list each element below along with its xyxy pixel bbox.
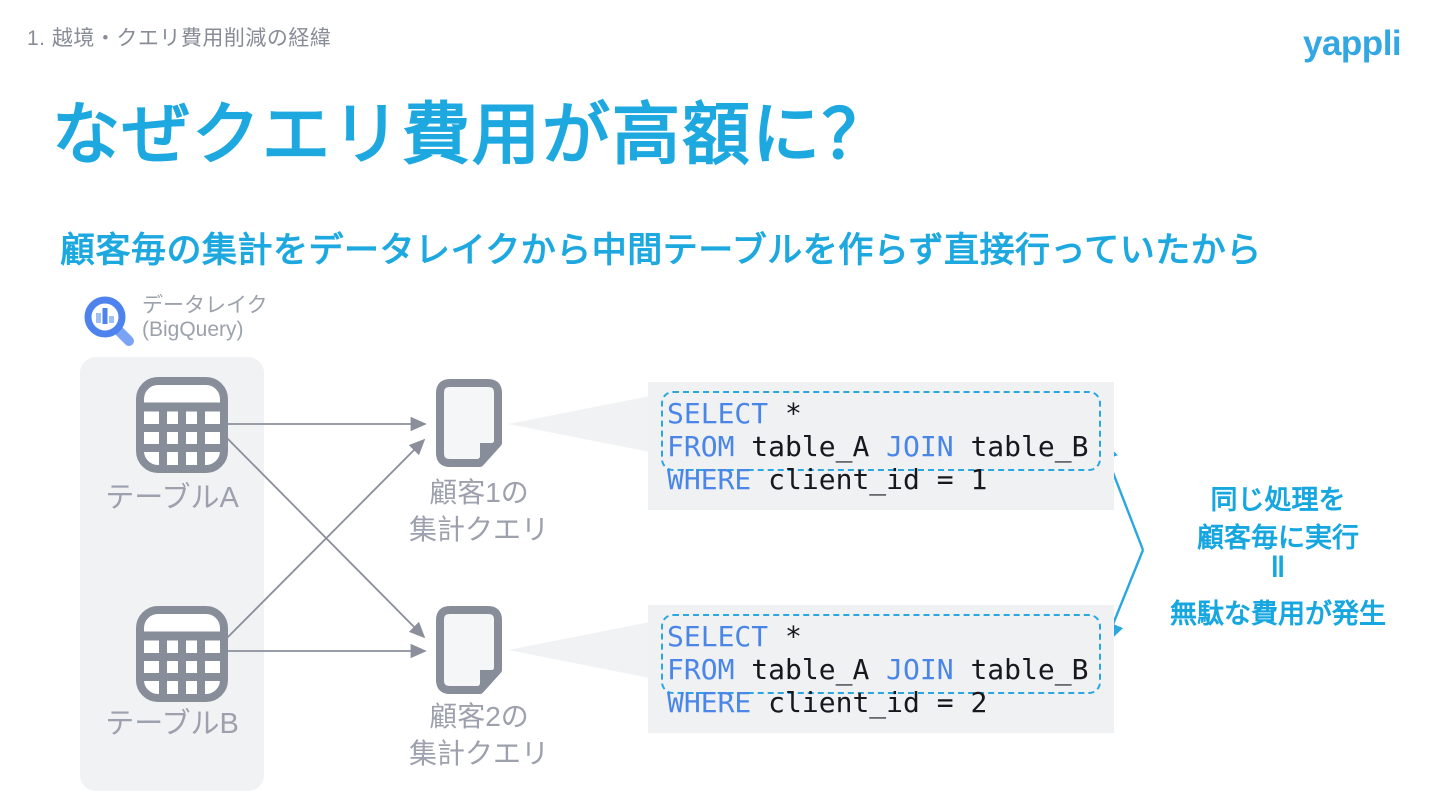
table-a-label: テーブルA (105, 482, 239, 514)
sql-line: WHERE client_id = 2 (667, 686, 1088, 719)
sql-text: * (768, 620, 802, 653)
sql-keyword: FROM (667, 430, 735, 463)
query1-label-line1: 顧客1の (429, 477, 529, 508)
sql-keyword: SELECT (667, 397, 769, 430)
datalake-label-line1: データレイク (142, 294, 268, 317)
subtitle: 顧客毎の集計をデータレイクから中間テーブルを作らず直接行っていたから (60, 231, 1262, 270)
breadcrumb: 1. 越境・クエリ費用削減の経緯 (27, 27, 332, 50)
annotation-line-2: 顧客毎に実行 (1197, 523, 1359, 553)
sql-text: table_B (953, 653, 1089, 686)
sql-keyword: JOIN (886, 653, 954, 686)
datalake-label: データレイク (BigQuery) (142, 294, 268, 342)
query2-label: 顧客2の 集計クエリ (397, 698, 561, 772)
sql-text: client_id = 1 (751, 463, 988, 496)
sql-text: table_A (734, 430, 887, 463)
sql-line: WHERE client_id = 1 (667, 463, 1088, 496)
query1-label: 顧客1の 集計クエリ (397, 474, 561, 548)
dashed-highlight-box (661, 614, 1101, 694)
table-b-label: テーブルB (105, 708, 239, 740)
callout-wedge-query1 (508, 396, 650, 452)
equals-symbol: ‖ (1270, 551, 1286, 584)
sql-text: client_id = 2 (751, 686, 988, 719)
sql-keyword: SELECT (667, 620, 769, 653)
document-icon (436, 606, 502, 694)
sql-line: SELECT * (667, 620, 1088, 653)
sql-keyword: FROM (667, 653, 735, 686)
query1-label-line2: 集計クエリ (408, 514, 549, 545)
sql-text: * (768, 397, 802, 430)
document-icon (436, 379, 502, 467)
sql-text: table_B (953, 430, 1089, 463)
sql-line: SELECT * (667, 397, 1088, 430)
bigquery-magnifier-icon (84, 296, 134, 346)
callout-wedge-query2 (508, 622, 650, 678)
annotation-line-1: 同じ処理を (1210, 485, 1346, 515)
sql-line: FROM table_A JOIN table_B (667, 430, 1088, 463)
sql-keyword: WHERE (667, 686, 752, 719)
sql-keyword: WHERE (667, 463, 752, 496)
query2-label-line2: 集計クエリ (408, 738, 549, 769)
yappli-logo: yappli (1303, 24, 1402, 63)
page-title: なぜクエリ費用が高額に？ (52, 97, 893, 173)
annotation-line-3: 無駄な費用が発生 (1170, 599, 1386, 629)
datalake-label-line2: (BigQuery) (142, 318, 244, 341)
dashed-highlight-box (661, 391, 1101, 471)
sql-keyword: JOIN (886, 430, 954, 463)
query2-label-line1: 顧客2の (429, 701, 529, 732)
sql-text: table_A (734, 653, 887, 686)
sql-line: FROM table_A JOIN table_B (667, 653, 1088, 686)
